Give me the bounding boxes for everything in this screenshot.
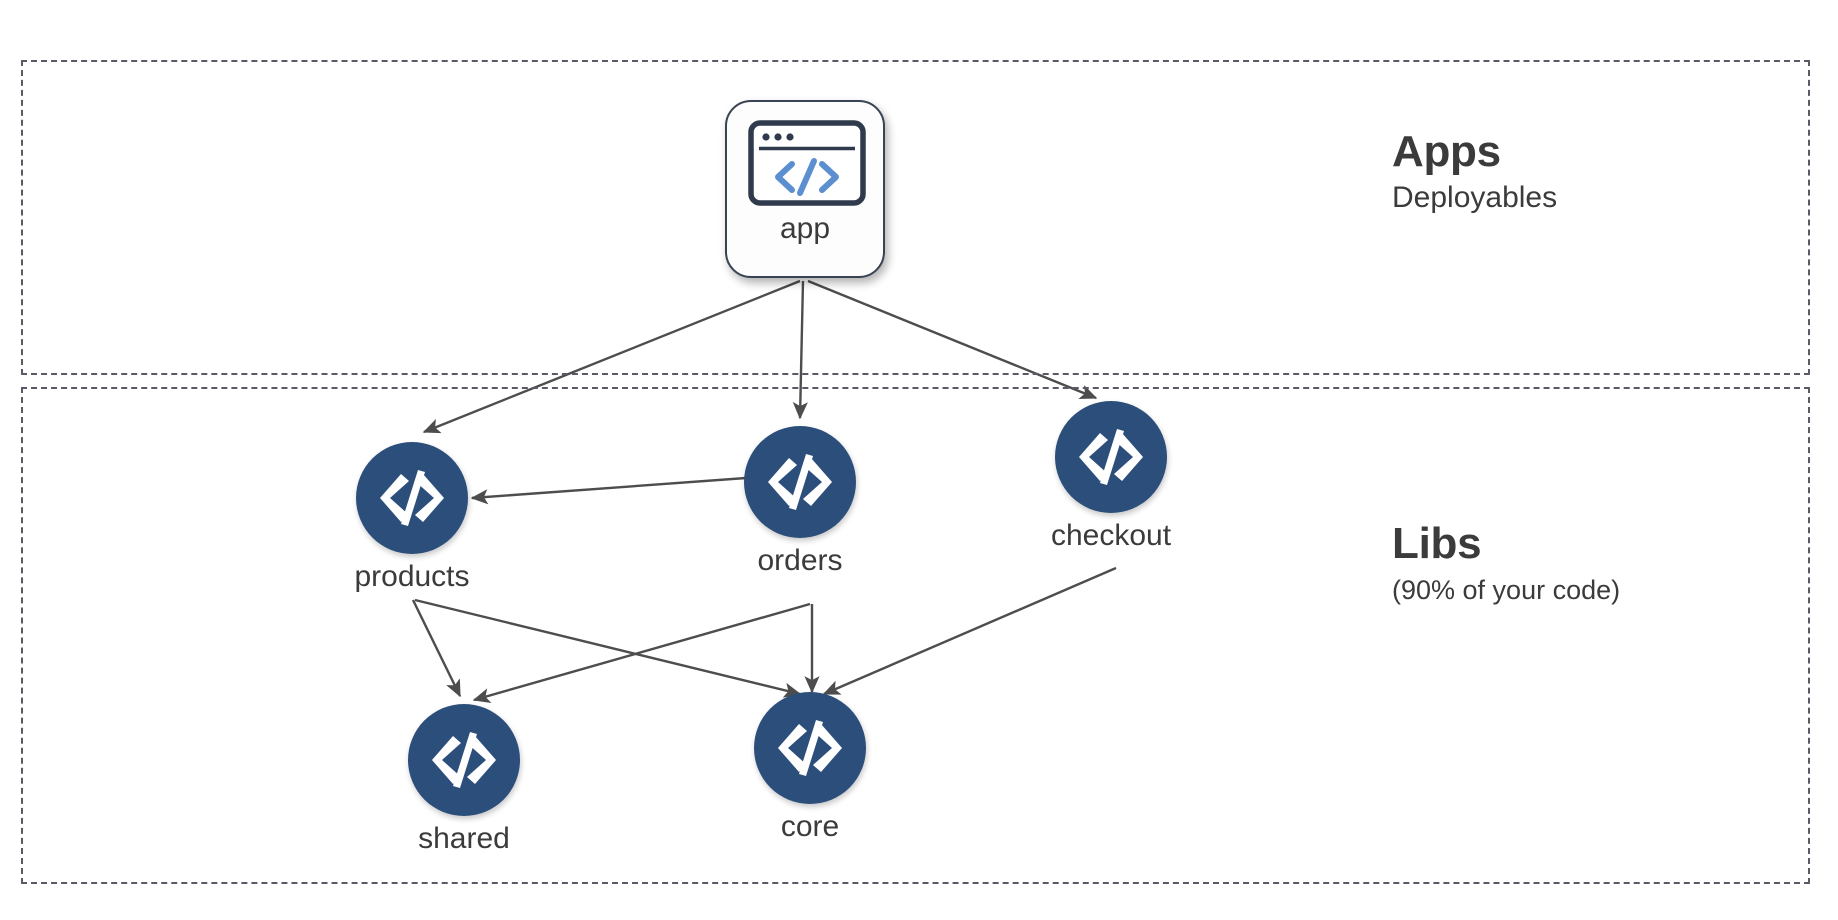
node-checkout-label: checkout <box>1050 519 1172 552</box>
zone-label-apps: Apps Deployables <box>1392 127 1557 216</box>
code-brackets-icon <box>380 470 444 526</box>
zone-apps-subtitle: Deployables <box>1392 181 1558 215</box>
code-brackets-icon <box>778 720 842 776</box>
code-brackets-icon <box>432 732 496 788</box>
node-core-label: core <box>780 810 840 843</box>
node-shared[interactable]: shared <box>408 704 520 855</box>
edge-orders-products <box>470 476 747 505</box>
zone-libs-title: Libs <box>1392 519 1482 568</box>
zone-apps-title: Apps <box>1392 127 1501 176</box>
code-brackets-icon <box>768 454 832 510</box>
zone-libs-subtitle: (90% of your code) <box>1392 575 1621 606</box>
node-products-label: products <box>354 560 470 593</box>
edge-products-shared <box>411 599 462 698</box>
code-brackets-icon <box>1079 429 1143 485</box>
node-orders-label: orders <box>757 544 843 577</box>
zone-apps <box>21 60 1810 375</box>
edge-checkout-core <box>822 566 1117 696</box>
edge-orders-shared <box>472 602 811 703</box>
edge-app-orders <box>792 280 808 420</box>
zone-libs <box>21 387 1810 884</box>
node-checkout[interactable]: checkout <box>1051 401 1171 552</box>
edge-app-checkout <box>807 279 1098 400</box>
node-orders[interactable]: orders <box>744 426 856 577</box>
node-shared-label: shared <box>418 822 510 855</box>
zone-label-libs: Libs (90% of your code) <box>1392 519 1620 607</box>
node-core[interactable]: core <box>754 692 866 843</box>
node-products[interactable]: products <box>354 442 470 593</box>
edge-products-core <box>414 598 802 698</box>
browser-code-icon <box>748 120 866 206</box>
edge-app-products <box>422 279 801 434</box>
node-app-label: app <box>779 212 831 245</box>
node-app[interactable]: app <box>725 100 885 278</box>
